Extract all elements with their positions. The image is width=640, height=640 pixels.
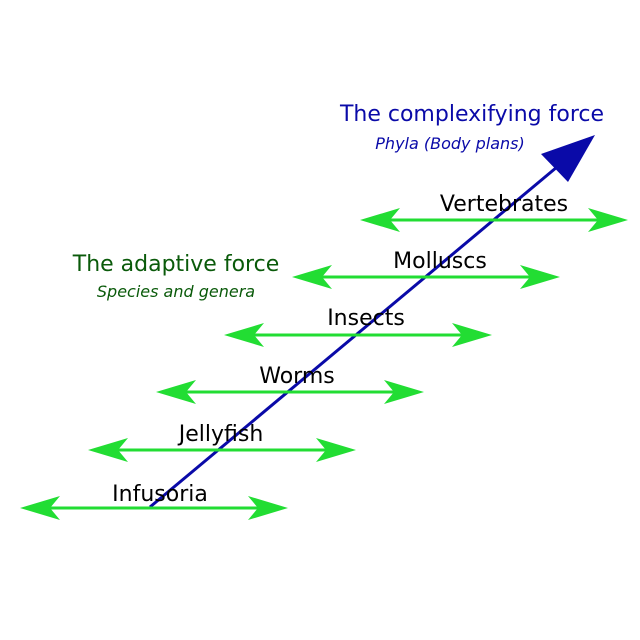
- level-label-worms: Worms: [259, 364, 334, 389]
- level-arrowhead-left: [292, 265, 332, 289]
- level-arrowhead-left: [156, 380, 196, 404]
- level-arrow-vertebrates: [360, 208, 628, 232]
- level-label-molluscs: Molluscs: [393, 249, 487, 274]
- level-label-infusoria: Infusoria: [112, 482, 208, 507]
- level-arrowhead-right: [248, 496, 288, 520]
- level-arrowhead-right: [452, 323, 492, 347]
- adaptive-force-title: The adaptive force: [72, 252, 280, 277]
- level-label-jellyfish: Jellyfish: [177, 422, 264, 447]
- level-label-insects: Insects: [327, 306, 405, 331]
- level-arrowhead-right: [316, 438, 356, 462]
- level-arrow-insects: [224, 323, 492, 347]
- adaptive-force-subtitle: Species and genera: [97, 282, 255, 301]
- adaptive-force-arrows: [20, 208, 628, 520]
- level-arrowhead-left: [360, 208, 400, 232]
- level-arrowhead-left: [224, 323, 264, 347]
- level-arrowhead-right: [588, 208, 628, 232]
- level-arrowhead-left: [20, 496, 60, 520]
- level-arrowhead-right: [384, 380, 424, 404]
- level-arrow-jellyfish: [88, 438, 356, 462]
- level-arrow-molluscs: [292, 265, 560, 289]
- level-arrow-infusoria: [20, 496, 288, 520]
- complexifying-force-title: The complexifying force: [339, 102, 604, 127]
- level-label-vertebrates: Vertebrates: [440, 192, 568, 217]
- complexifying-force-arrowhead: [541, 135, 595, 182]
- complexifying-force-subtitle: Phyla (Body plans): [375, 134, 524, 153]
- level-arrowhead-right: [520, 265, 560, 289]
- level-arrowhead-left: [88, 438, 128, 462]
- level-labels: Infusoria Jellyfish Worms Insects Mollus…: [112, 192, 568, 507]
- complexifying-force-shaft: [149, 165, 558, 509]
- level-arrow-worms: [156, 380, 424, 404]
